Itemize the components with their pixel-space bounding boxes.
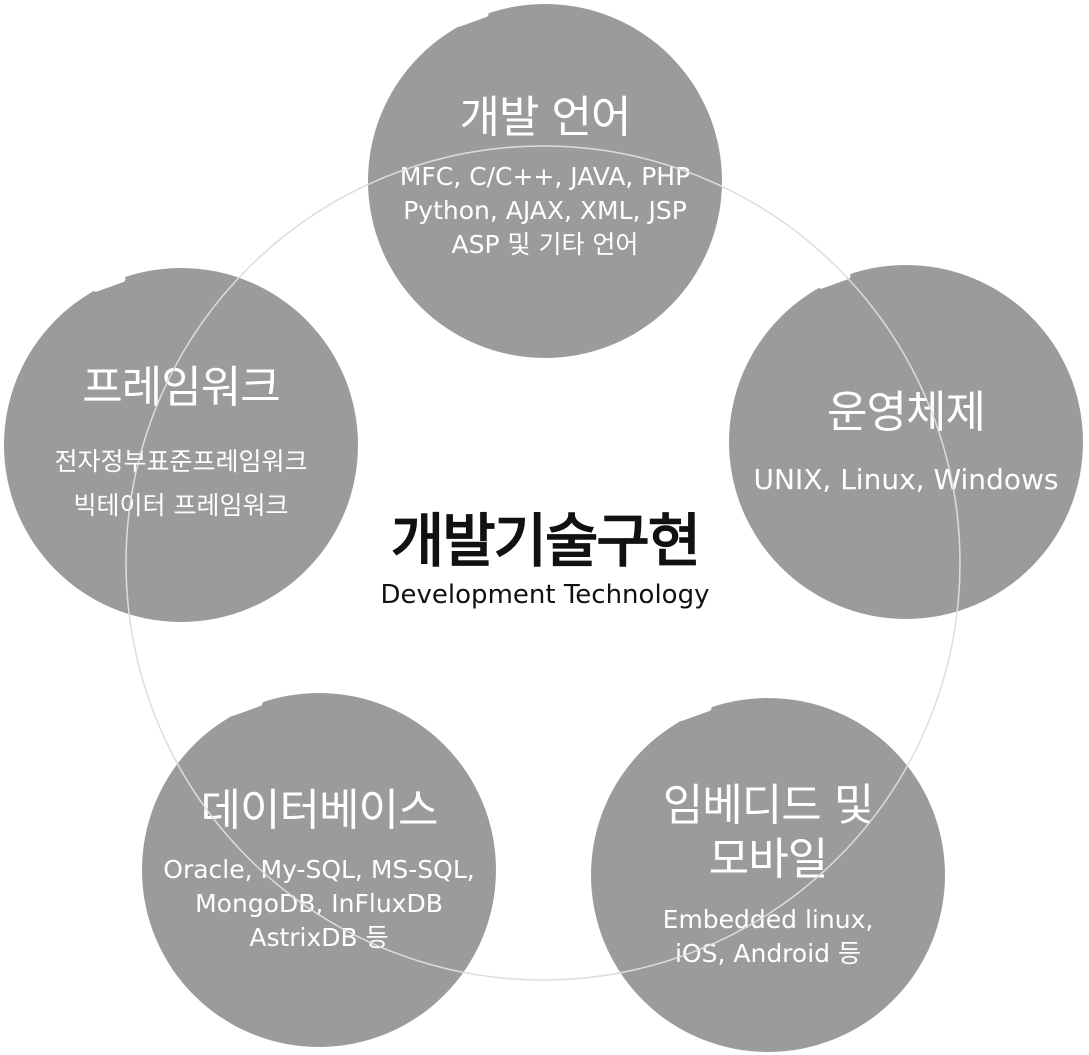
bubble-items: MFC, C/C++, JAVA, PHP Python, AJAX, XML,… <box>400 160 690 262</box>
bubble-title: 데이터베이스 <box>200 785 439 836</box>
bubble-item: UNIX, Linux, Windows <box>753 463 1059 496</box>
bubble-item: MFC, C/C++, JAVA, PHP <box>399 162 691 191</box>
bubble-title-line: 모바일 <box>708 834 828 885</box>
bubble-operating-system: 운영체제 UNIX, Linux, Windows <box>729 265 1083 619</box>
bubble-title: 임베디드 및 모바일 <box>662 779 874 887</box>
bubble-item: iOS, Android 등 <box>674 939 861 968</box>
center-subtitle: Development Technology <box>380 580 710 610</box>
bubble-items: 전자정부표준프레임워크 빅테이터 프레임워크 <box>54 440 307 528</box>
bubble-item: Embedded linux, <box>662 905 874 934</box>
bubble-title: 프레임워크 <box>82 362 280 413</box>
bubble-item: MongoDB, InFluxDB <box>195 889 443 918</box>
bubble-item: 전자정부표준프레임워크 <box>54 447 308 476</box>
center-title: 개발기술구현 <box>390 507 701 575</box>
bubble-framework: 프레임워크 전자정부표준프레임워크 빅테이터 프레임워크 <box>4 268 358 622</box>
bubble-item: Oracle, My-SQL, MS-SQL, <box>163 855 475 884</box>
bubble-title: 운영체제 <box>827 387 986 438</box>
bubble-item: AstrixDB 등 <box>249 923 389 952</box>
center-label: 개발기술구현 Development Technology <box>340 505 750 611</box>
bubble-title: 개발 언어 <box>459 92 632 143</box>
bubble-title-line: 임베디드 및 <box>662 780 874 831</box>
bubble-item: 빅테이터 프레임워크 <box>73 491 289 520</box>
bubble-embedded-mobile: 임베디드 및 모바일 Embedded linux, iOS, Android … <box>591 698 945 1052</box>
bubble-items: UNIX, Linux, Windows <box>754 463 1059 497</box>
bubble-items: Oracle, My-SQL, MS-SQL, MongoDB, InFluxD… <box>163 853 474 955</box>
bubble-items: Embedded linux, iOS, Android 등 <box>663 903 874 971</box>
bubble-database: 데이터베이스 Oracle, My-SQL, MS-SQL, MongoDB, … <box>142 693 496 1047</box>
bubble-dev-language: 개발 언어 MFC, C/C++, JAVA, PHP Python, AJAX… <box>368 4 722 358</box>
bubble-item: ASP 및 기타 언어 <box>451 230 639 259</box>
bubble-item: Python, AJAX, XML, JSP <box>403 196 687 225</box>
